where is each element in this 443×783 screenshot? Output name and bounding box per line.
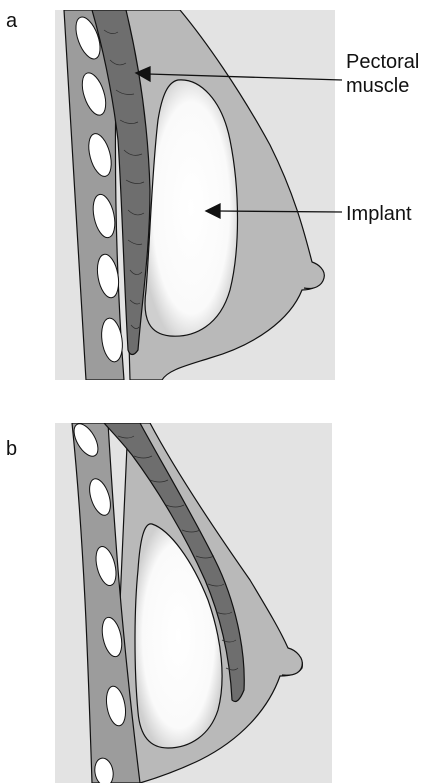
panel-b-illustration	[55, 420, 332, 783]
panel-a-implant	[145, 80, 238, 336]
panel-a-illustration	[55, 10, 335, 380]
